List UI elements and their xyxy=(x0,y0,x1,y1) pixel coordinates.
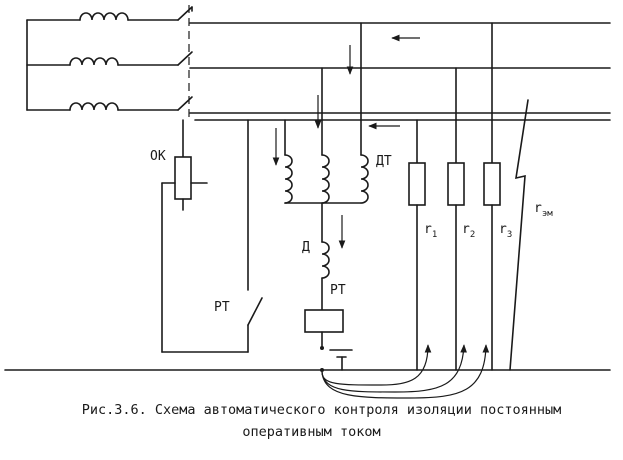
label-rem: rэм xyxy=(534,201,553,219)
figure-caption-line1: Рис.3.6. Схема автоматического контроля … xyxy=(81,402,562,418)
dt-coil-3 xyxy=(360,154,369,204)
dt-coil-2 xyxy=(321,154,330,204)
rem-leakage-path xyxy=(509,99,529,371)
insulation-resistances xyxy=(408,22,529,371)
choke-and-relay xyxy=(304,202,353,372)
rt-relay-coil xyxy=(304,309,344,333)
label-rt-relay: РТ xyxy=(330,283,346,298)
phase-buses xyxy=(189,22,611,121)
winding-coil-1 xyxy=(79,12,129,21)
dt-transformers xyxy=(284,22,369,204)
label-r2: r2 xyxy=(462,222,475,240)
label-rt-contact: РТ xyxy=(214,300,230,315)
ok-coil xyxy=(174,156,192,200)
winding-coil-2 xyxy=(69,57,119,66)
breaker xyxy=(177,5,193,120)
label-ok: ОК xyxy=(150,149,166,164)
dt-coil-1 xyxy=(284,154,293,204)
resistor-r3 xyxy=(483,162,501,206)
generator-windings xyxy=(26,12,179,111)
label-r1: r1 xyxy=(424,222,437,240)
winding-coil-3 xyxy=(69,102,119,111)
figure-caption-line2: оперативным током xyxy=(242,424,381,440)
label-dt: ДТ xyxy=(376,154,392,169)
label-r3: r3 xyxy=(499,222,512,240)
resistor-r1 xyxy=(408,162,426,206)
resistor-r2 xyxy=(447,162,465,206)
choke-d-coil xyxy=(321,241,330,279)
rt-contact xyxy=(247,297,263,326)
ok-relay xyxy=(161,119,263,353)
current-arrows xyxy=(272,34,490,399)
label-d: Д xyxy=(302,240,310,255)
